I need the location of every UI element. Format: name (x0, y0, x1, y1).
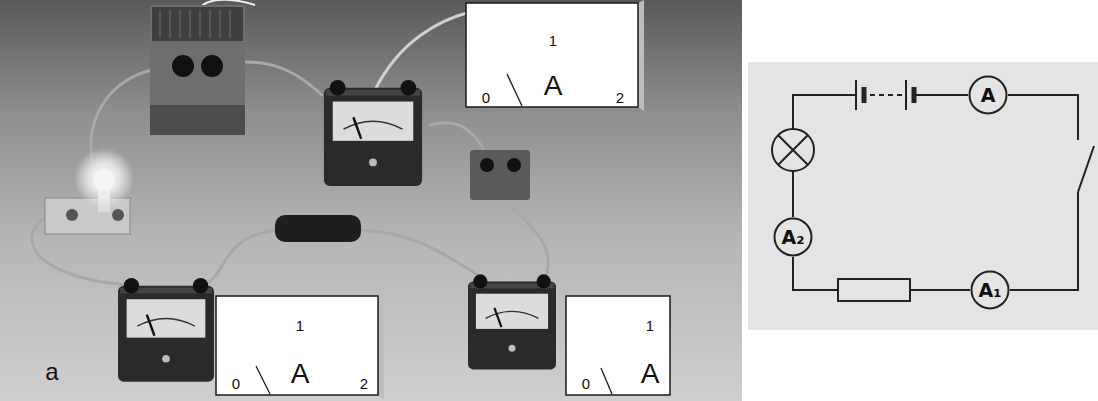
lamp-symbol (772, 129, 814, 171)
wire (793, 95, 968, 217)
scale-number: 2 (360, 376, 368, 391)
scale-number: 1 (646, 318, 654, 333)
unit-symbol: A (641, 360, 660, 388)
scale-number: 2 (616, 90, 624, 105)
unit-symbol: A (291, 360, 310, 388)
meter-label: A (981, 86, 996, 105)
scale-number: 0 (482, 90, 490, 105)
unit-symbol: A (544, 72, 563, 100)
meter-label: A₁ (978, 281, 1001, 300)
figure-letter: a (45, 360, 58, 384)
scale-number: 0 (582, 376, 590, 391)
battery-symbol (846, 78, 922, 112)
wire (1008, 95, 1078, 290)
ammeter-symbol: A₂ (773, 217, 813, 257)
scale-number: 1 (549, 33, 557, 48)
ammeter-symbol: A₁ (970, 270, 1010, 310)
switch-symbol (1070, 140, 1094, 192)
resistor-symbol (838, 279, 910, 301)
scale-number: 1 (296, 318, 304, 333)
meter-label: A₂ (781, 228, 804, 247)
scale-number: 0 (232, 376, 240, 391)
ammeter-symbol: A (968, 75, 1008, 115)
